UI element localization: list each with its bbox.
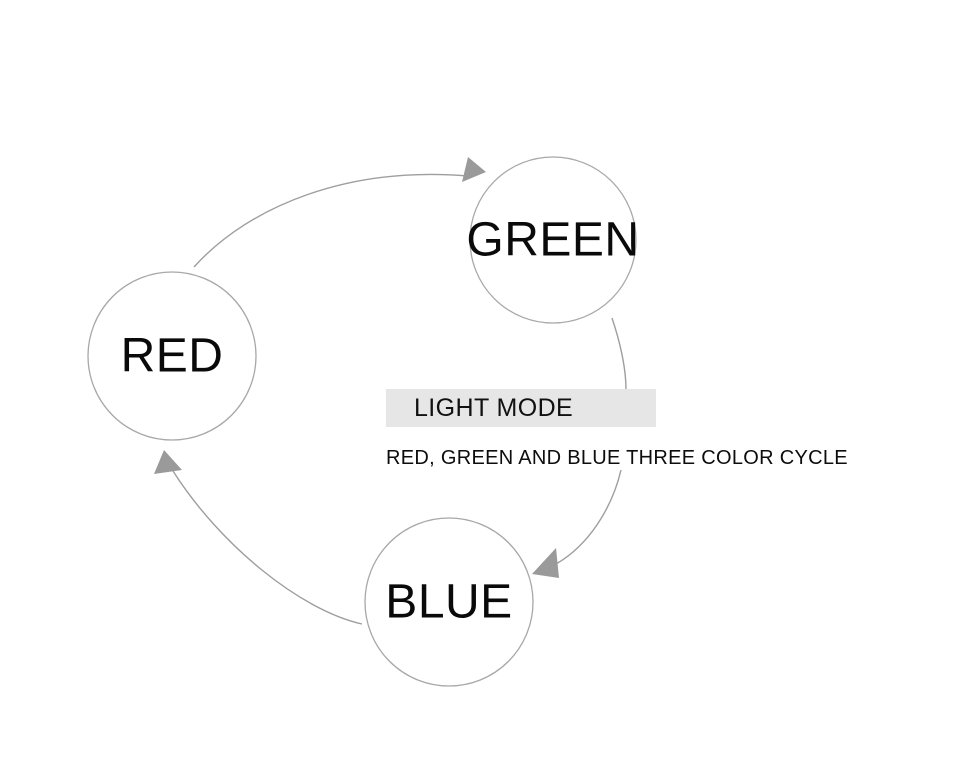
edge-blue-to-red-arrowhead [154,450,182,474]
node-green-label: GREEN [466,214,639,267]
diagram-title: LIGHT MODE [386,389,656,427]
node-red-label: RED [121,330,224,383]
node-green-circle[interactable] [469,156,637,324]
edge-blue-to-red [154,450,363,625]
edge-green-to-blue [532,317,627,578]
edge-blue-to-red-path [172,470,363,625]
caption-block: LIGHT MODE RED, GREEN AND BLUE THREE COL… [386,389,886,470]
edge-red-to-green-path [193,173,469,268]
edge-green-to-blue-path-upper [611,317,627,391]
edge-green-to-blue-arrowhead [532,548,559,578]
node-red[interactable]: RED [87,271,257,441]
edge-green-to-blue-path-lower [555,469,622,565]
node-blue[interactable]: BLUE [364,517,534,687]
node-blue-label: BLUE [385,576,512,629]
diagram-subtitle: RED, GREEN AND BLUE THREE COLOR CYCLE [386,447,848,469]
node-red-circle[interactable] [87,271,257,441]
edge-red-to-green-arrowhead [462,157,486,182]
node-blue-circle[interactable] [364,517,534,687]
edge-red-to-green [193,157,486,268]
node-green[interactable]: GREEN [466,156,639,324]
